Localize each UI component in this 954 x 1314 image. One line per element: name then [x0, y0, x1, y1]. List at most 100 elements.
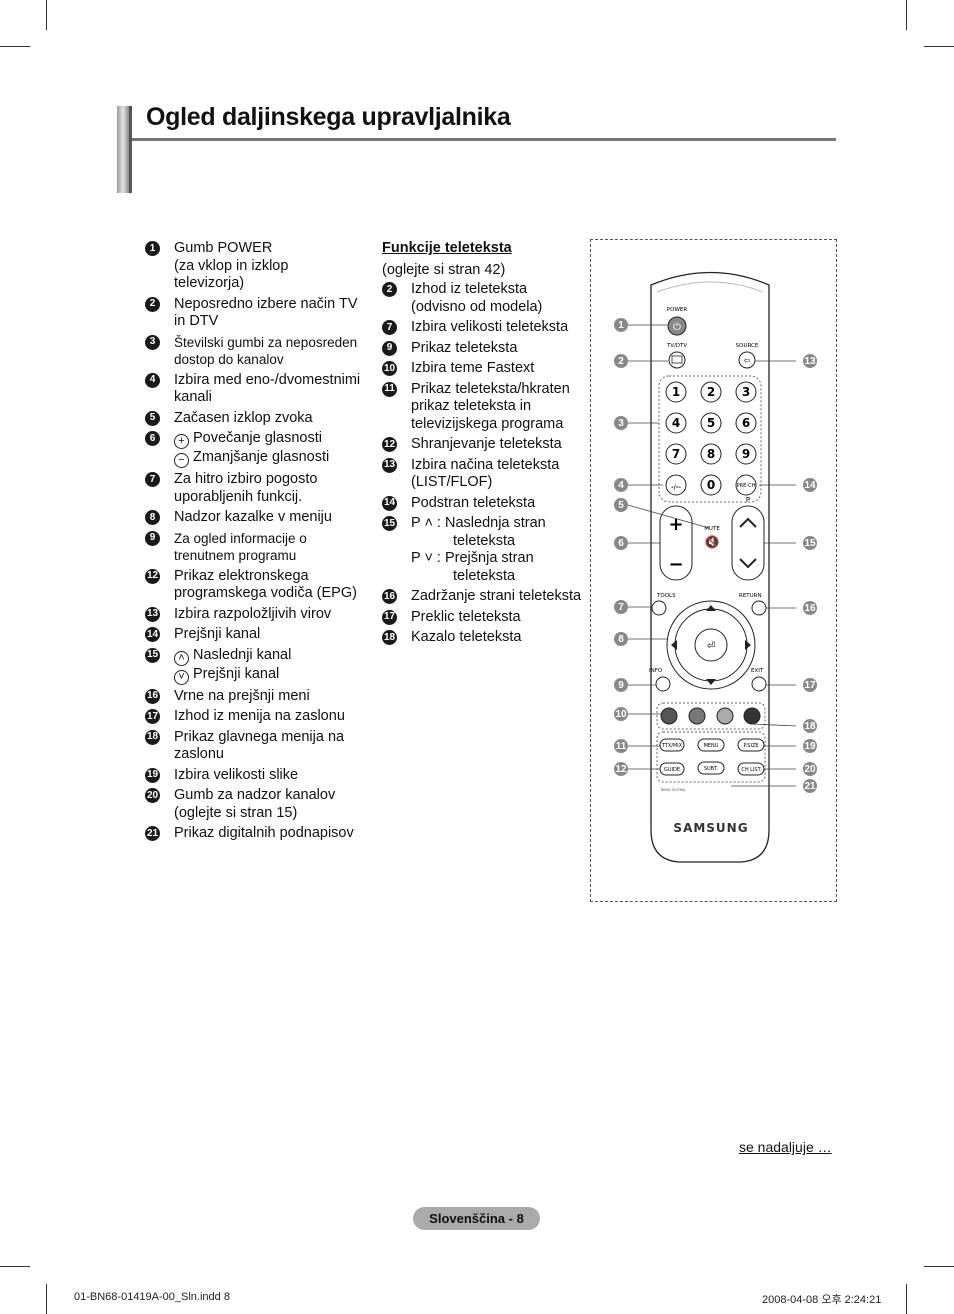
- digit-button: [735, 443, 757, 465]
- item-description: Za ogled informacije o trenutnem programu: [174, 530, 307, 565]
- digit-button: [665, 474, 687, 496]
- footer-file-info: 01-BN68-01419A-00_Sln.indd 8: [74, 1291, 230, 1303]
- color-key-yellow: [716, 707, 734, 725]
- item-number-badge: 12: [145, 568, 160, 584]
- item-description: Izbira načina teleteksta(LIST/FLOF): [411, 457, 559, 492]
- pre-ch-button: [735, 474, 757, 496]
- item-description: Preklic teleteksta: [411, 609, 521, 627]
- digit-button: [700, 474, 722, 496]
- crop-mark: [46, 1284, 47, 1314]
- item-description: Zadržanje strani teleteksta: [411, 588, 581, 606]
- item-number-badge: 16: [145, 688, 160, 704]
- crop-mark: [906, 0, 907, 30]
- item-line: Neposredno izbere način TV: [174, 295, 358, 312]
- callout-badge: 2: [614, 354, 628, 368]
- info-label: INFO: [649, 668, 663, 674]
- color-key-blue: [743, 707, 761, 725]
- symbol-icon: +: [174, 434, 189, 449]
- item-line: Povečanje glasnosti: [193, 430, 322, 446]
- item-number-badge: 15: [145, 647, 160, 663]
- item-number-badge: 2: [145, 296, 160, 312]
- list-item: 12 Shranjevanje teleteksta: [382, 436, 592, 454]
- volume-up-icon: +: [668, 514, 683, 535]
- crop-mark: [924, 1266, 954, 1267]
- page-number-label: Slovenščina - 8: [413, 1207, 540, 1230]
- item-line: Za hitro izbiro pogosto: [174, 471, 318, 487]
- item-description: Izhod iz menija na zaslonu: [174, 708, 345, 726]
- item-number-badge: 12: [382, 437, 397, 452]
- callout-badge: 16: [803, 601, 817, 615]
- item-number-badge: 20: [145, 788, 160, 803]
- callout-badge: 9: [614, 678, 628, 692]
- ch-list-label: CH LIST: [741, 767, 761, 773]
- item-line: Zmanjšanje glasnosti: [193, 449, 330, 465]
- digit-label: 0: [707, 478, 715, 492]
- item-number-badge: 14: [382, 495, 397, 511]
- item-line: Vrne na prejšnji meni: [174, 687, 310, 704]
- item-description: Shranjevanje teleteksta: [411, 436, 562, 454]
- item-number-badge: 8: [145, 510, 160, 525]
- crop-mark: [0, 46, 30, 47]
- item-number-badge: 7: [382, 320, 397, 335]
- item-line: teleteksta: [453, 532, 516, 549]
- subt-label: SUBT.: [704, 766, 719, 772]
- callout-badge: 15: [803, 536, 817, 550]
- return-label: RETURN: [739, 593, 762, 599]
- item-line: trenutnem programu: [174, 548, 297, 563]
- menu-label: MENU: [704, 743, 719, 749]
- digit-button: [665, 443, 687, 465]
- callout-badge: 3: [614, 416, 628, 430]
- exit-label: EXIT: [751, 668, 764, 674]
- item-number-badge: 5: [145, 410, 160, 426]
- item-line: Zadržanje strani teleteksta: [411, 588, 582, 604]
- item-line: P ˄ : Naslednja stran: [411, 515, 546, 531]
- digit-button: [700, 412, 722, 434]
- item-description: Izbira velikosti slike: [174, 767, 298, 785]
- title-rule: [132, 138, 836, 141]
- digit-label: 3: [742, 385, 750, 399]
- item-number-badge: 1: [145, 241, 160, 256]
- item-line: zaslonu: [174, 746, 224, 762]
- item-line: in DTV: [174, 313, 219, 329]
- ttx-mix-label: TTX/MIX: [661, 743, 683, 749]
- digit-label: 6: [742, 416, 750, 430]
- item-line: Za ogled informacije o: [174, 530, 307, 546]
- footer-timestamp: 2008-04-08 오후 2:24:21: [762, 1294, 882, 1306]
- item-line: Shranjevanje teleteksta: [411, 436, 562, 452]
- enter-icon: ⏎: [707, 641, 715, 652]
- item-line: P ˅ : Prejšnja stran: [411, 550, 534, 566]
- callout-badge: 18: [803, 719, 817, 733]
- crop-mark: [0, 1266, 30, 1267]
- item-number-badge: 2: [382, 282, 397, 297]
- list-item: 16 Vrne na prejšnji meni: [145, 688, 370, 706]
- mute-icon: 🔇: [705, 535, 720, 549]
- item-line: Izbira načina teleteksta: [411, 456, 560, 473]
- item-number-badge: 3: [145, 334, 160, 350]
- continue-note: se nadaljuje …: [739, 1139, 832, 1155]
- digit-button: [700, 381, 722, 403]
- item-line: (za vklop in izklop: [174, 257, 289, 274]
- item-line: Gumb POWER: [174, 240, 273, 256]
- item-line: Prikaz teleteksta/hkraten: [411, 380, 570, 397]
- item-line: Preklic teleteksta: [411, 608, 521, 625]
- digit-label: 9: [742, 447, 750, 461]
- callout-badge: 19: [803, 739, 817, 753]
